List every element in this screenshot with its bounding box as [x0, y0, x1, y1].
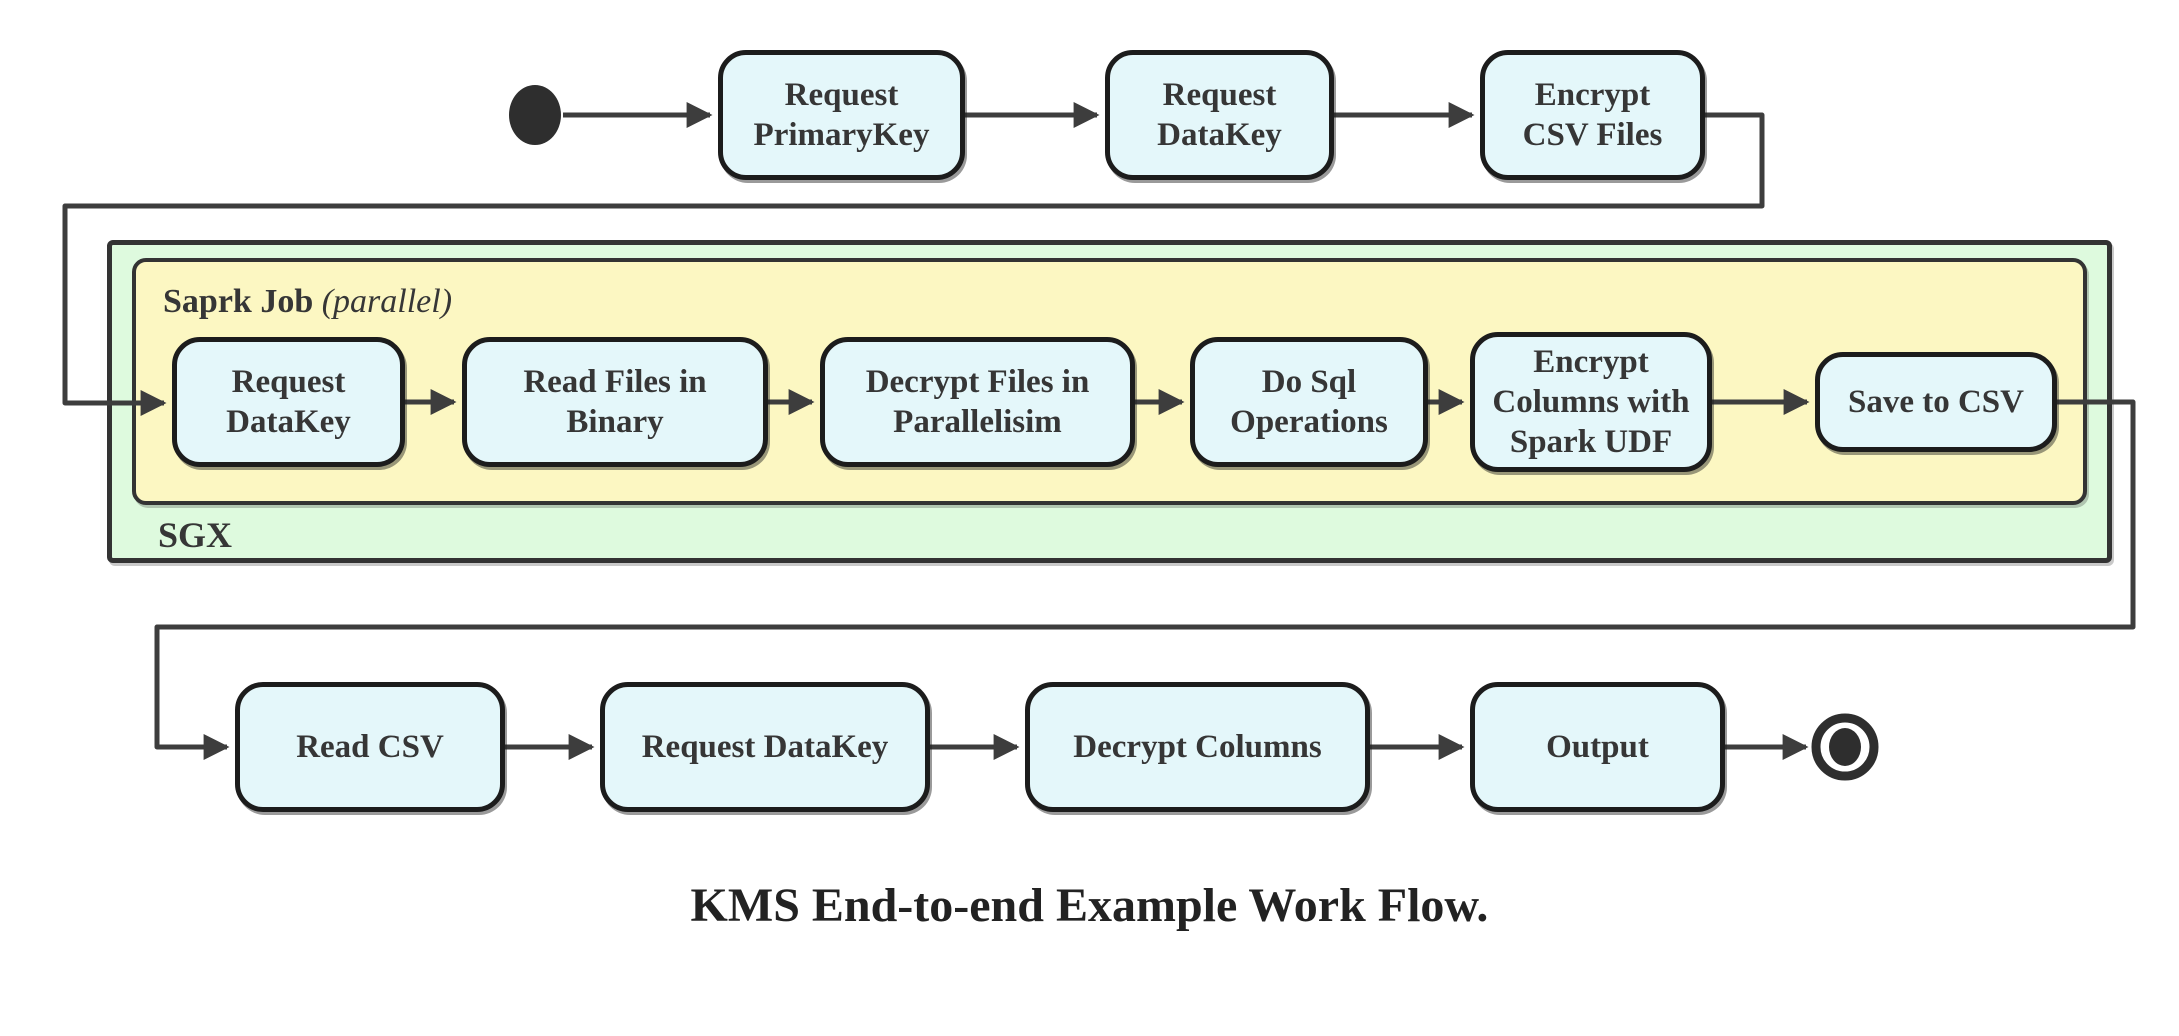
node-read-files-in-binary: Read Files in Binary — [462, 337, 768, 467]
node-request-datakey-sgx: Request DataKey — [172, 337, 405, 467]
node-label: Read CSV — [296, 728, 444, 765]
node-request-datakey-bottom: Request DataKey — [600, 682, 930, 812]
diagram-caption: KMS End-to-end Example Work Flow. — [690, 879, 1489, 932]
node-label: Encrypt CSV Files — [1522, 76, 1663, 153]
node-save-to-csv: Save to CSV — [1815, 352, 2057, 452]
initial-state-icon — [509, 85, 561, 145]
node-label: Request DataKey — [226, 363, 351, 440]
node-label: Save to CSV — [1847, 383, 2024, 420]
node-label: Request DataKey — [1157, 76, 1282, 153]
sgx-label: SGX — [158, 515, 233, 555]
node-label: Decrypt Columns — [1073, 728, 1322, 765]
node-label: Encrypt Columns with Spark UDF — [1492, 343, 1690, 461]
spark-job-qualifier: (parallel) — [321, 283, 453, 320]
node-label: Request PrimaryKey — [753, 76, 930, 153]
node-label: Do Sql Operations — [1230, 363, 1388, 440]
node-label: Request DataKey — [641, 728, 889, 765]
node-label: Read Files in Binary — [523, 363, 707, 440]
node-encrypt-csv-files: Encrypt CSV Files — [1480, 50, 1705, 180]
node-do-sql-operations: Do Sql Operations — [1190, 337, 1428, 467]
node-request-datakey-top: Request DataKey — [1105, 50, 1334, 180]
node-output: Output — [1470, 682, 1725, 812]
node-decrypt-columns: Decrypt Columns — [1025, 682, 1370, 812]
spark-job-label: Saprk Job (parallel) — [163, 283, 452, 321]
node-read-csv: Read CSV — [235, 682, 505, 812]
node-label: Decrypt Files in Parallelisim — [865, 363, 1090, 440]
node-decrypt-files-in-parallelisim: Decrypt Files in Parallelisim — [820, 337, 1135, 467]
node-encrypt-columns-with-spark-udf: Encrypt Columns with Spark UDF — [1470, 332, 1712, 472]
spark-job-label-text: Saprk Job — [163, 283, 314, 320]
node-request-primarykey: Request PrimaryKey — [718, 50, 965, 180]
final-state-ring-icon — [1811, 713, 1879, 781]
node-label: Output — [1546, 728, 1649, 765]
final-state-dot-icon — [1829, 728, 1861, 766]
